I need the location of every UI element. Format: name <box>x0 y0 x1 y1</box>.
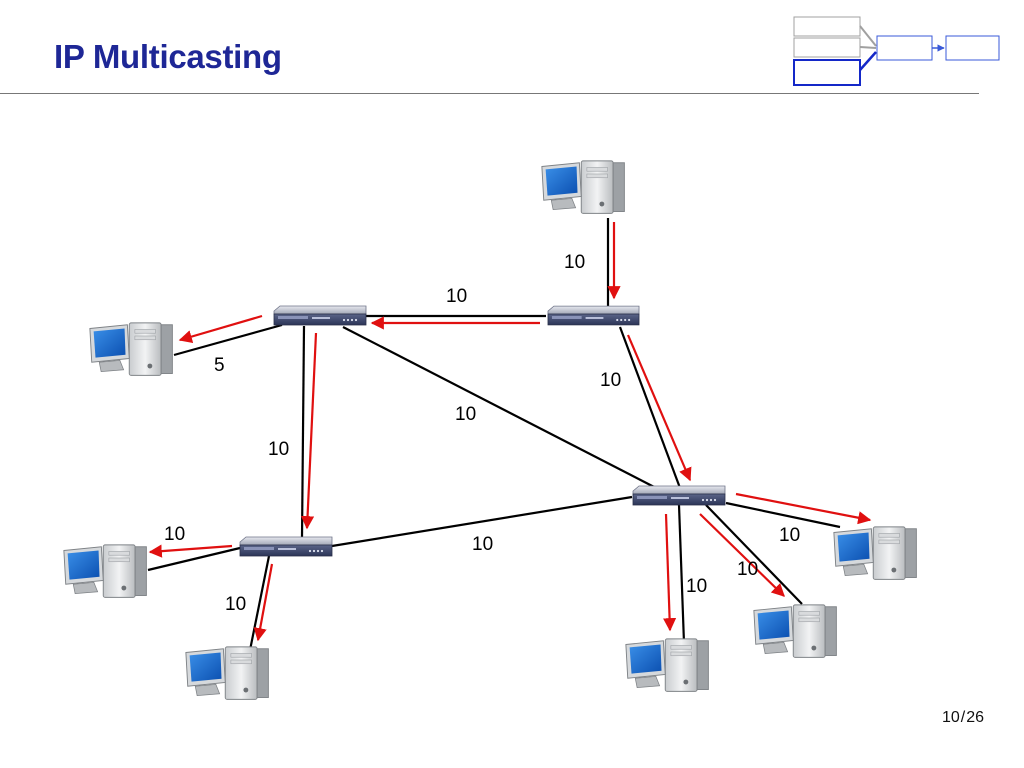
link-router-c-host-left <box>147 546 241 572</box>
nav-box-1[interactable] <box>793 16 861 37</box>
host-router-d-mid-computer-icon <box>753 604 837 658</box>
cost-label: 10 <box>472 534 493 555</box>
arrow-router-d-to-host-mid <box>699 513 785 597</box>
section-navigation <box>793 16 1000 86</box>
multicast-arrows <box>148 222 872 642</box>
link-cost-labels: 10 10 5 10 10 10 10 10 10 10 10 10 <box>164 252 800 615</box>
network-links <box>147 218 841 661</box>
router-c-icon <box>239 536 333 557</box>
arrow-router-c-to-host-bottom <box>253 563 274 642</box>
nav-box-5[interactable] <box>945 35 1000 61</box>
arrow-router-a-to-router-d <box>626 334 692 482</box>
page-separator: / <box>960 709 966 726</box>
source-computer-icon <box>541 160 625 214</box>
routers <box>239 305 726 557</box>
arrow-router-d-to-host-right <box>735 492 872 525</box>
cost-label: 10 <box>455 404 476 425</box>
cost-label: 10 <box>268 439 289 460</box>
host-router-d-right-computer-icon <box>833 526 917 580</box>
router-b-icon <box>273 305 367 326</box>
header-divider <box>0 93 979 94</box>
link-router-c-host-bottom <box>246 555 271 661</box>
host-router-c-bottom-computer-icon <box>185 646 269 700</box>
arrow-router-b-to-host-left <box>178 314 263 343</box>
arrow-router-c-to-host-left <box>148 544 233 558</box>
cost-label: 10 <box>737 559 758 580</box>
nav-box-3-active[interactable] <box>793 59 861 86</box>
nav-connector-2 <box>859 46 877 49</box>
link-router-c-router-d <box>331 495 633 548</box>
cost-label: 10 <box>446 286 467 307</box>
router-a-icon <box>547 305 640 326</box>
nav-connector-1 <box>859 25 877 47</box>
page-current: 10 <box>942 709 960 726</box>
cost-label: 10 <box>164 524 185 545</box>
cost-label: 10 <box>686 576 707 597</box>
nav-box-2[interactable] <box>793 37 861 58</box>
cost-label: 5 <box>214 355 225 376</box>
router-d-icon <box>632 485 726 506</box>
cost-label: 10 <box>564 252 585 273</box>
link-router-d-host-bottom <box>677 504 686 644</box>
link-router-b-router-c <box>300 325 306 539</box>
cost-label: 10 <box>225 594 246 615</box>
cost-label: 10 <box>600 370 621 391</box>
nav-connector-3 <box>859 51 877 71</box>
host-router-c-left-computer-icon <box>63 544 147 598</box>
link-router-b-host-left <box>173 323 283 357</box>
link-router-b-router-d <box>342 326 661 491</box>
cost-label: 10 <box>779 525 800 546</box>
link-router-d-host-mid <box>705 504 803 605</box>
nav-box-4[interactable] <box>876 35 933 61</box>
hosts <box>63 160 917 700</box>
host-left-computer-icon <box>89 322 173 376</box>
arrow-router-b-to-router-c <box>300 332 318 530</box>
slide-title: IP Multicasting <box>54 38 282 75</box>
page-total: 26 <box>966 709 985 726</box>
page-number: 10/26 <box>942 709 984 727</box>
link-router-d-host-right <box>725 501 841 529</box>
arrow-router-d-to-host-bottom <box>662 513 677 632</box>
link-router-a-router-d <box>618 326 682 489</box>
host-router-d-bottom-computer-icon <box>625 638 709 692</box>
